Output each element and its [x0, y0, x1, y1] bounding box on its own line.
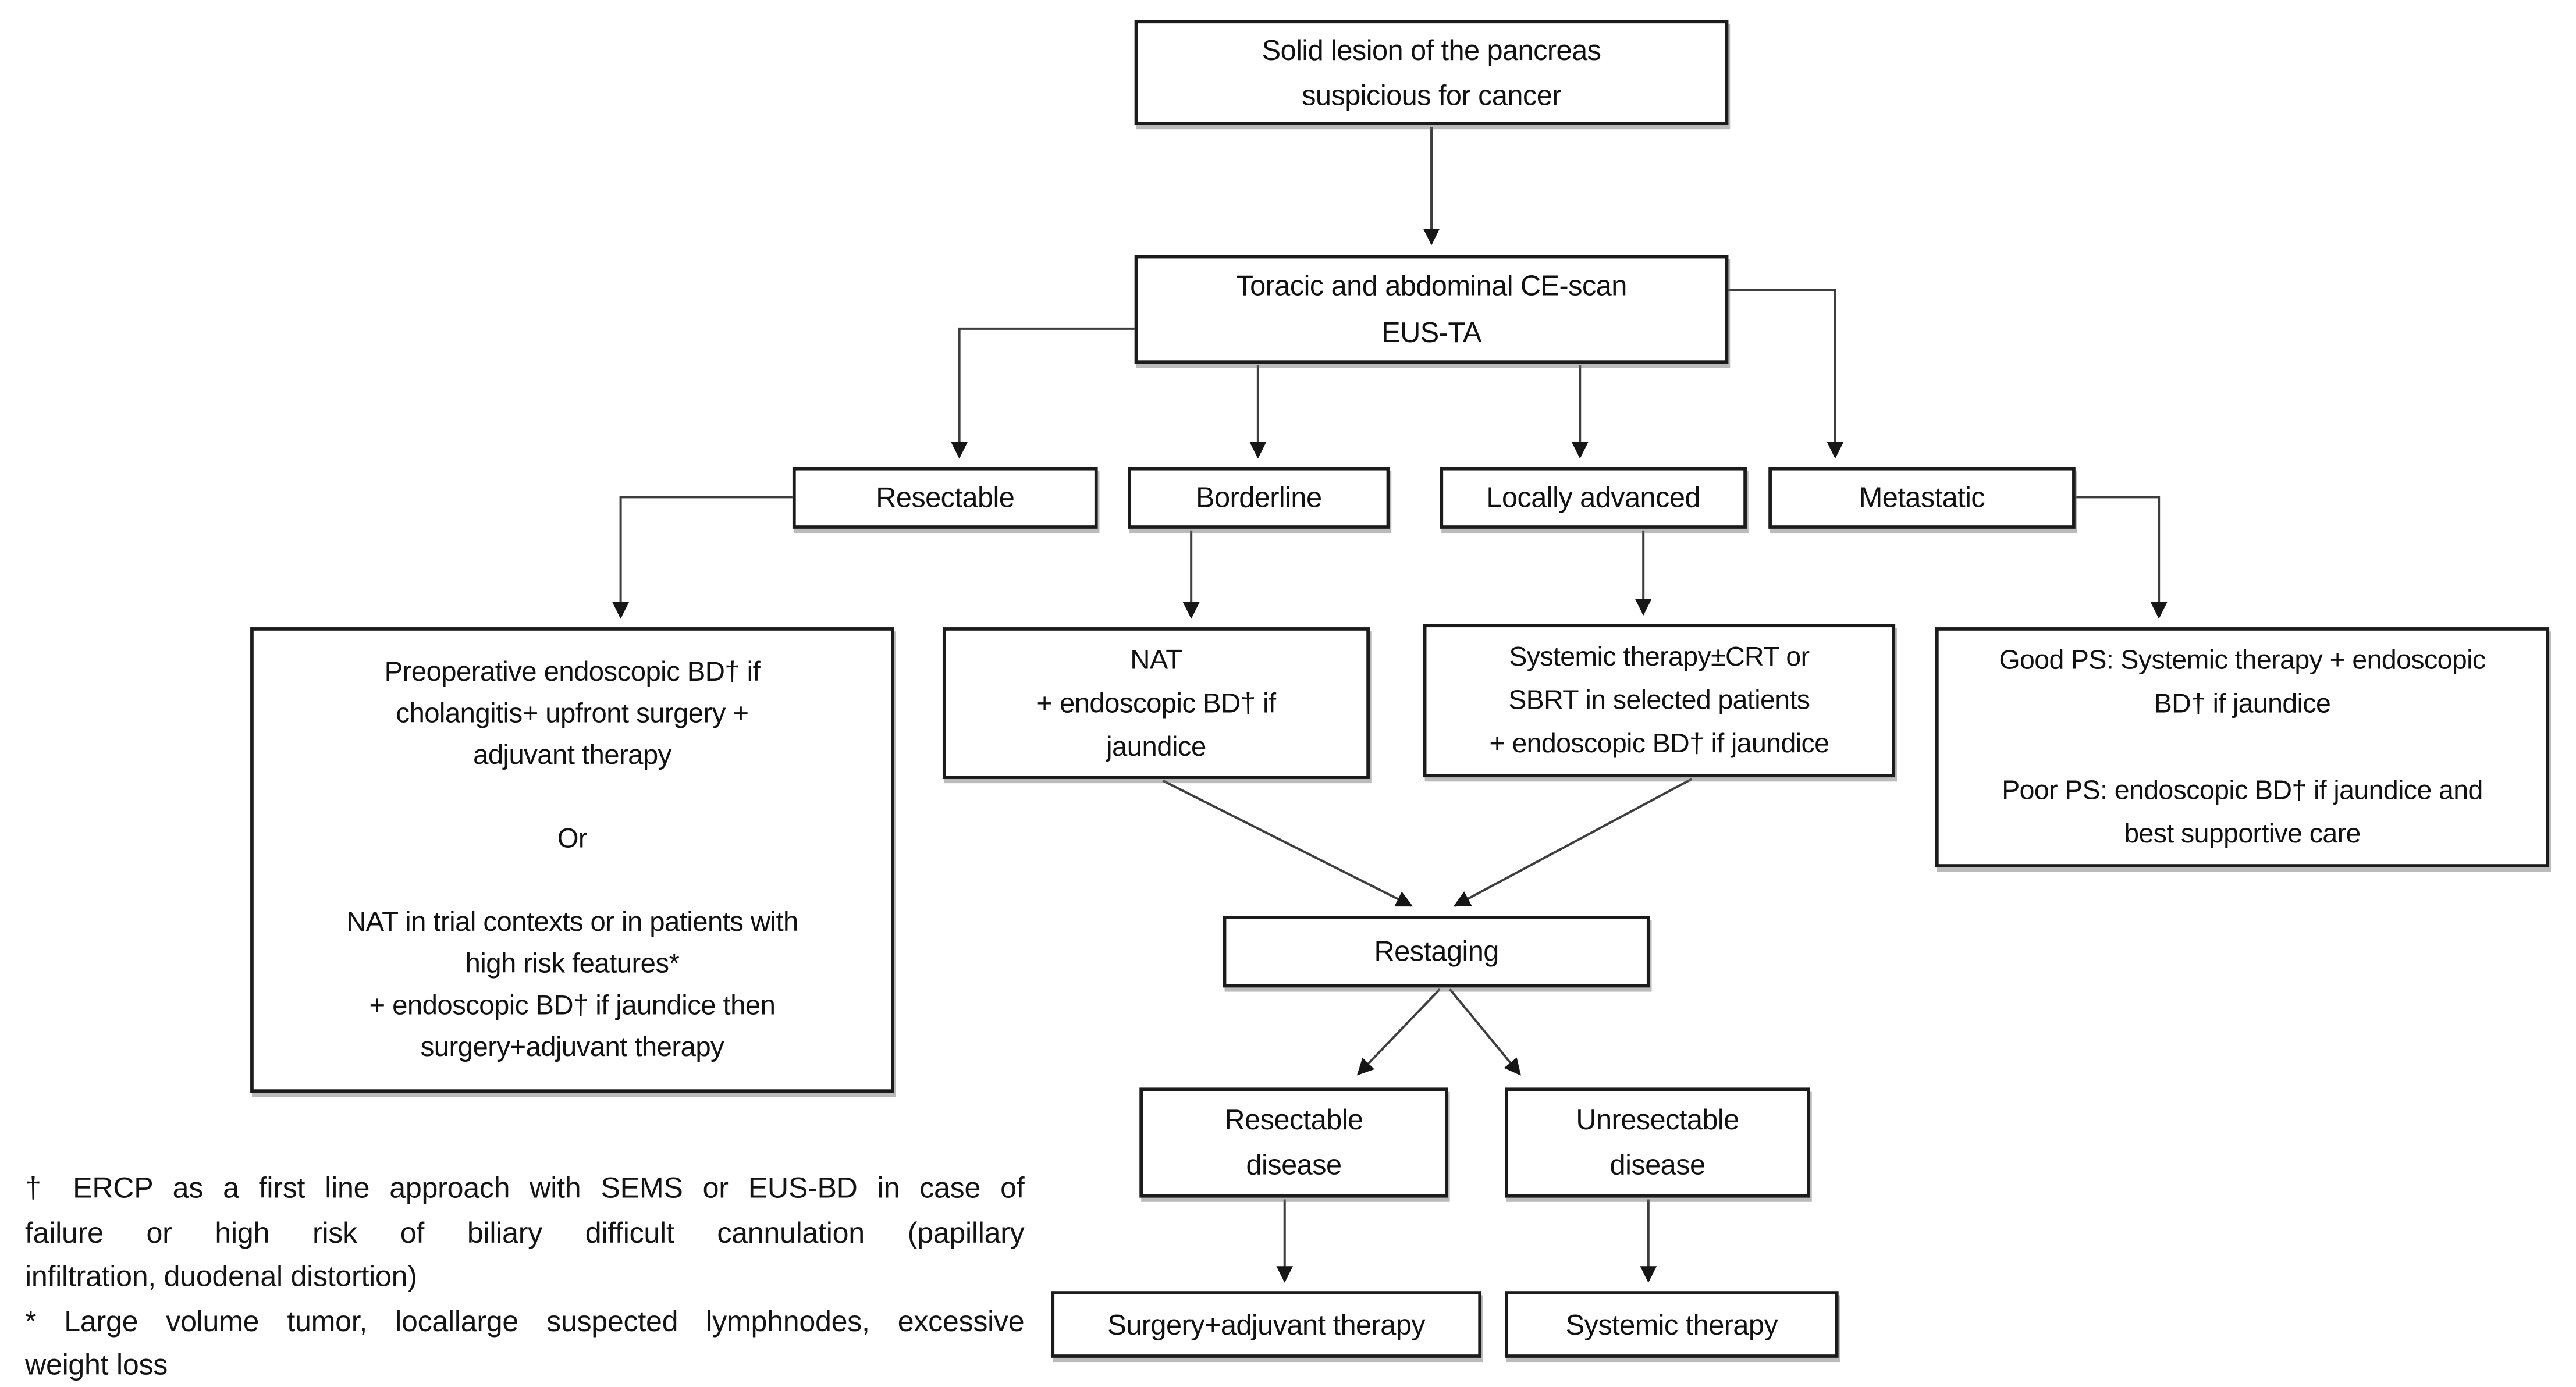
footnote-asterisk-line-1: * Large volume tumor, locallarge suspect…: [25, 1303, 1025, 1338]
node-unresectable-disease: Unresectable disease: [1505, 1087, 1810, 1198]
node-solid-lesion: Solid lesion of the pancreas suspicious …: [1134, 20, 1729, 126]
arrow-resectable-to-preop: [612, 496, 793, 619]
arrow-restaging-to-unresectdis: [1449, 988, 1521, 1076]
node-systemic-therapy: Systemic therapy: [1505, 1291, 1839, 1358]
arrow-cescan-to-metastatic: [1728, 289, 1844, 459]
footnote-dagger-line-2: failure or high risk of biliary difficul…: [25, 1215, 1025, 1249]
node-resectable: Resectable: [792, 467, 1098, 529]
node-restaging: Restaging: [1223, 916, 1650, 988]
footnote-dagger-line-1: † ERCP as a first line approach with SEM…: [25, 1171, 1025, 1205]
footnote-asterisk-line-2: weight loss: [25, 1347, 168, 1382]
node-metastatic: Metastatic: [1768, 467, 2076, 529]
arrow-systcrt-to-restaging: [1453, 778, 1693, 907]
node-preoperative-pathway: Preoperative endoscopic BD† if cholangit…: [250, 627, 894, 1093]
footnote-dagger-line-3: infiltration, duodenal distortion): [25, 1259, 417, 1293]
arrow-restaging-to-resectdis: [1356, 988, 1441, 1076]
node-good-poor-ps-pathway: Good PS: Systemic therapy + endoscopic B…: [1935, 627, 2550, 867]
arrow-metastatic-to-ps: [2075, 496, 2168, 619]
node-nat-pathway: NAT + endoscopic BD† if jaundice: [942, 627, 1370, 779]
arrow-cescan-to-resectable: [951, 327, 1135, 459]
arrow-nat-to-restaging: [1162, 780, 1413, 907]
node-surgery-adjuvant-therapy: Surgery+adjuvant therapy: [1051, 1291, 1482, 1358]
node-locally-advanced: Locally advanced: [1440, 467, 1747, 529]
footnotes-block: † ERCP as a first line approach with SEM…: [25, 1166, 1025, 1387]
node-borderline: Borderline: [1128, 467, 1390, 529]
node-systemic-crt-pathway: Systemic therapy±CRT or SBRT in selected…: [1423, 624, 1896, 778]
node-ce-scan-eus-ta: Toracic and abdominal CE-scan EUS-TA: [1134, 255, 1729, 364]
node-resectable-disease: Resectable disease: [1139, 1087, 1448, 1198]
